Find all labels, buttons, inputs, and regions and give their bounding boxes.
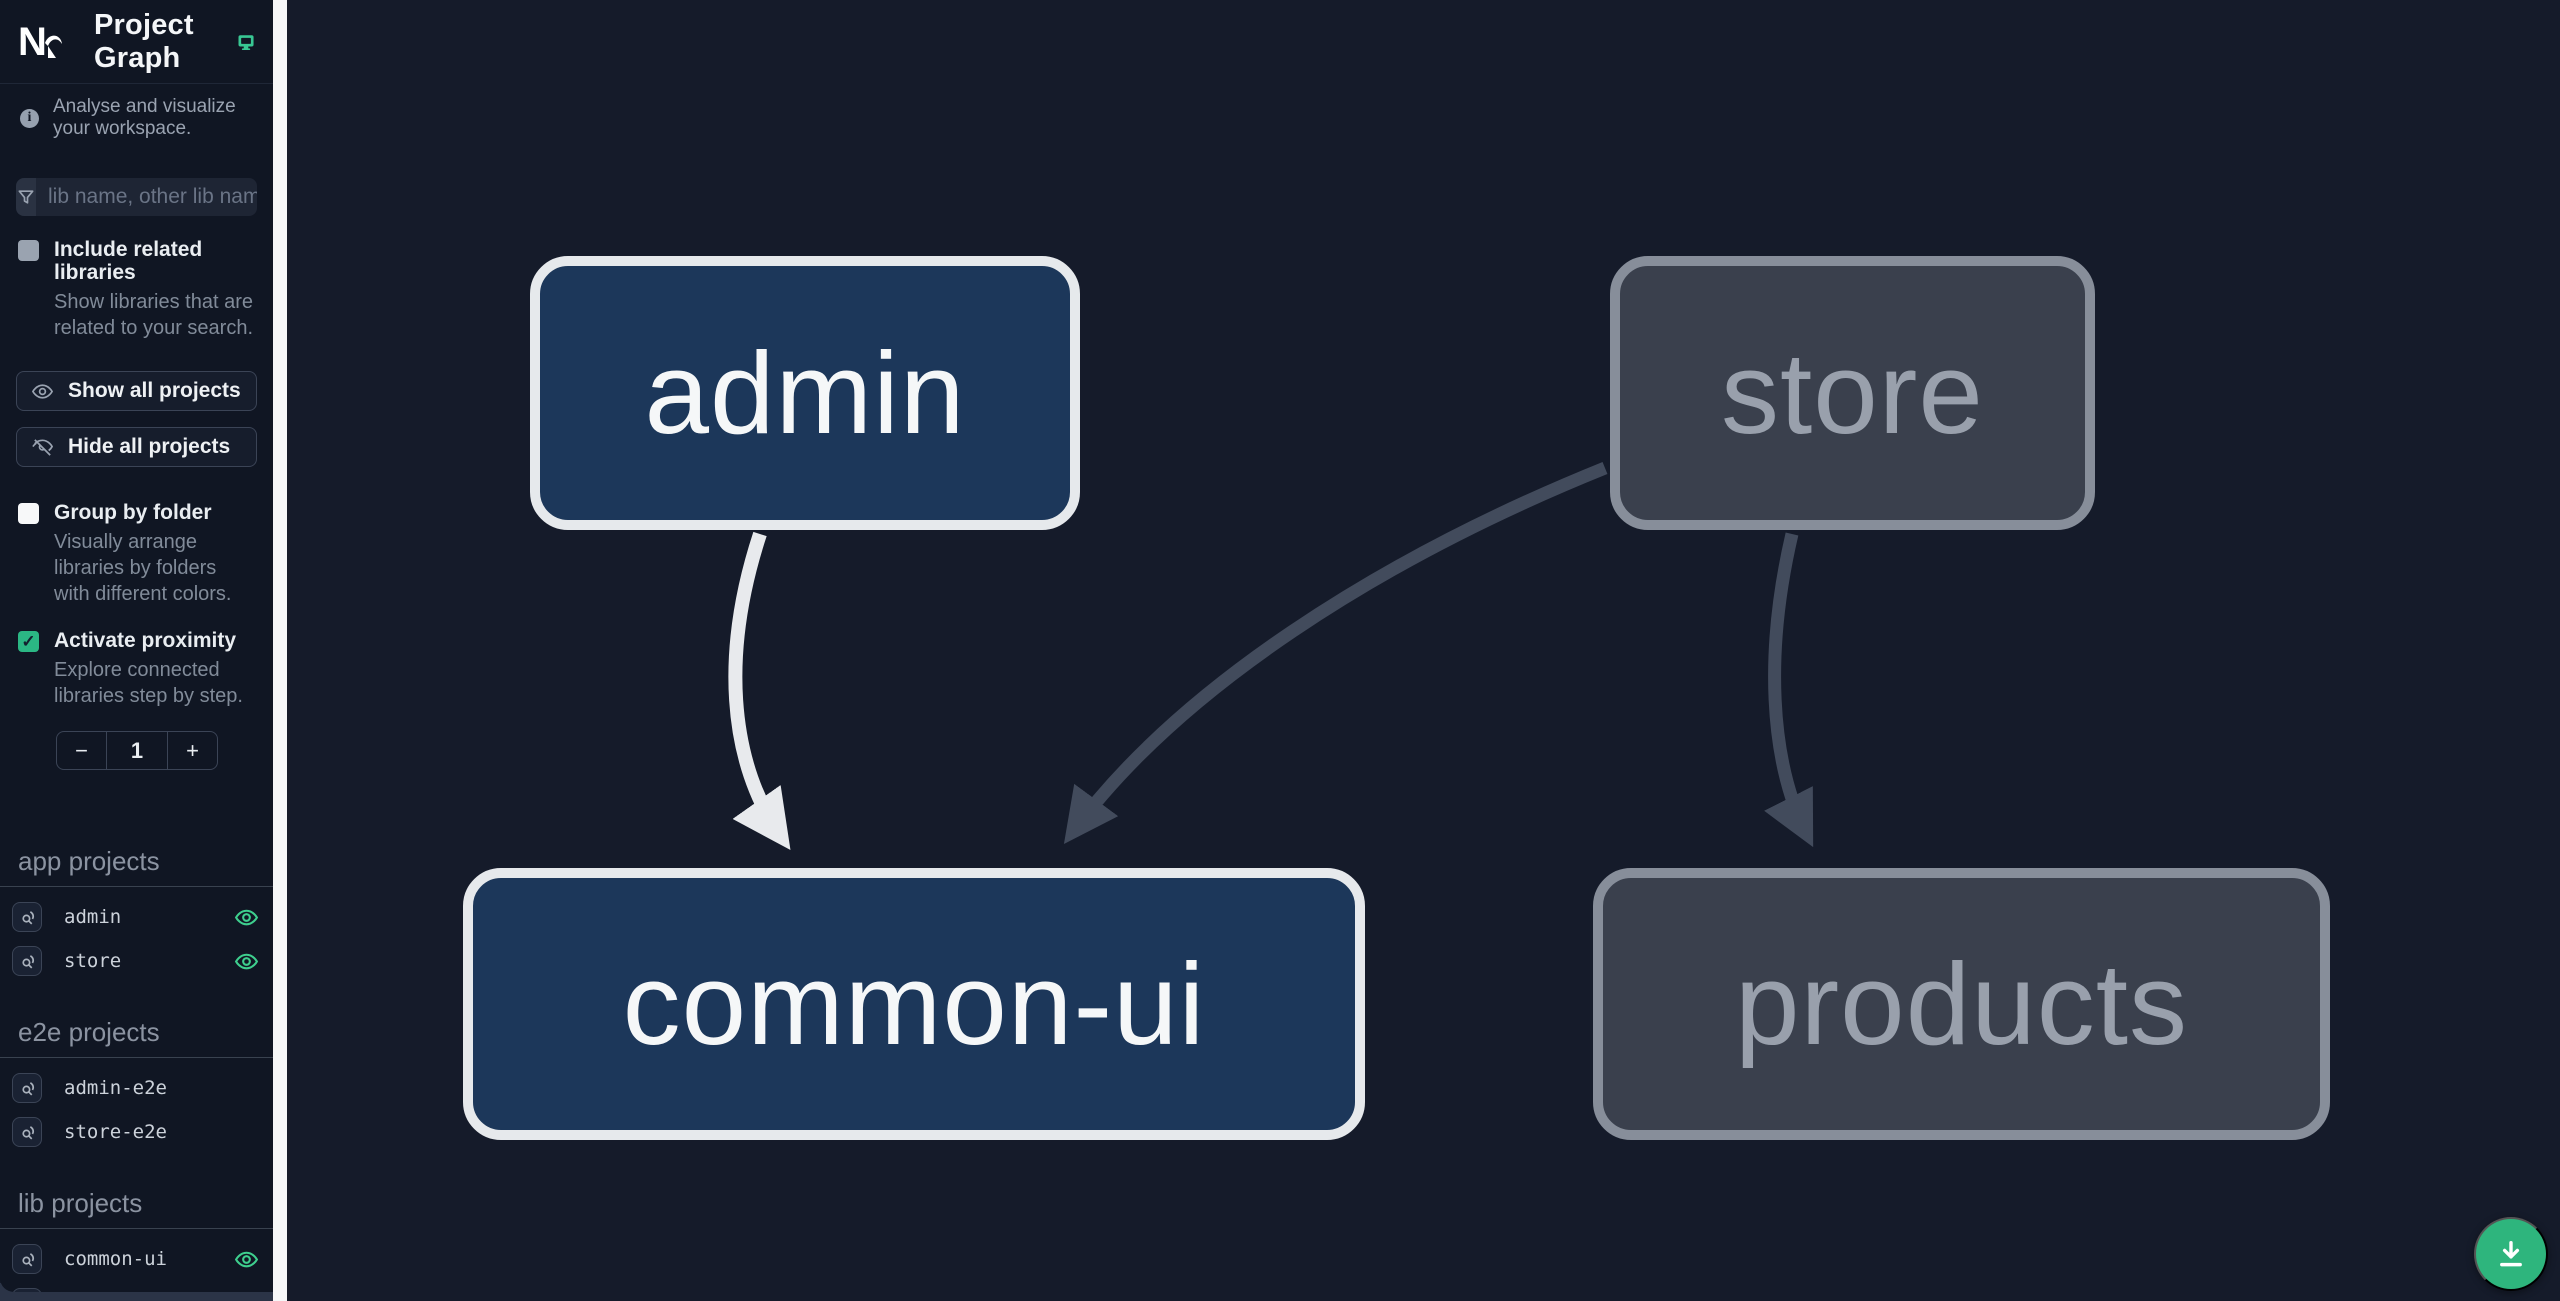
workspace-tagline-row: i Analyse and visualize your workspace. (0, 84, 273, 152)
eye-off-icon (31, 436, 54, 459)
filter-icon (16, 178, 36, 216)
focus-project-icon[interactable] (12, 1117, 42, 1148)
section-header: app projects (0, 846, 273, 888)
project-row-store: store (0, 939, 273, 983)
include-related-label: Include related libraries (54, 238, 203, 285)
monitor-icon[interactable] (237, 27, 255, 57)
activate-proximity-description: Explore connected libraries step by step… (54, 659, 243, 708)
graph-node-admin[interactable]: admin (530, 256, 1080, 530)
project-row-products: products (0, 1281, 273, 1292)
graph-node-common-ui[interactable]: common-ui (463, 868, 1365, 1140)
focus-project-icon[interactable] (12, 946, 42, 977)
node-label: products (1735, 939, 2188, 1069)
project-row-store-e2e: store-e2e (0, 1110, 273, 1154)
activate-proximity-label: Activate proximity (54, 629, 237, 653)
proximity-value: 1 (106, 732, 168, 770)
edge-store-products (1764, 532, 1814, 848)
toggle-visibility-eye-icon[interactable] (234, 1291, 259, 1292)
toggle-visibility-eye-icon[interactable] (234, 905, 259, 930)
activate-proximity-option[interactable]: ✓ Activate proximity Explore connected l… (0, 629, 273, 709)
section-app-projects: app projects admin store (0, 846, 273, 983)
hide-all-projects-button[interactable]: Hide all projects (16, 427, 257, 468)
section-header: e2e projects (0, 1017, 273, 1059)
project-row-admin-e2e: admin-e2e (0, 1066, 273, 1110)
sidebar-resize-divider[interactable] (273, 0, 287, 1301)
checkmark-icon: ✓ (21, 631, 36, 651)
project-row-admin: admin (0, 895, 273, 939)
dependency-edges (728, 461, 1814, 851)
download-image-button[interactable] (2474, 1217, 2548, 1291)
svg-text:N: N (18, 22, 47, 62)
focus-project-icon[interactable] (12, 1288, 42, 1292)
proximity-increment-button[interactable]: + (186, 737, 199, 763)
show-all-projects-label: Show all projects (68, 379, 241, 403)
info-icon: i (20, 108, 39, 128)
section-lib-projects: lib projects common-ui products (0, 1188, 273, 1292)
group-by-folder-checkbox[interactable] (18, 503, 39, 525)
project-name[interactable]: admin (64, 906, 122, 929)
project-row-common-ui: common-ui (0, 1237, 273, 1281)
edge-store-common-ui (1063, 461, 1608, 844)
page-title: Project Graph (94, 8, 194, 74)
download-icon (2500, 1240, 2522, 1267)
project-name[interactable]: store (64, 950, 122, 973)
node-label: admin (644, 328, 966, 458)
include-related-checkbox[interactable] (18, 240, 39, 261)
node-label: store (1721, 328, 1984, 458)
project-name[interactable]: common-ui (64, 1248, 167, 1271)
project-name[interactable]: admin-e2e (64, 1077, 167, 1100)
focus-project-icon[interactable] (12, 1244, 42, 1275)
activate-proximity-checkbox[interactable]: ✓ (18, 631, 39, 653)
search-input[interactable] (36, 178, 257, 216)
nx-logo: N (18, 22, 62, 62)
section-e2e-projects: e2e projects admin-e2e store-e2e (0, 1017, 273, 1154)
graph-node-products[interactable]: products (1593, 868, 2330, 1140)
graph-node-store[interactable]: store (1610, 256, 2095, 530)
workspace-tagline: Analyse and visualize your workspace. (53, 96, 236, 139)
node-label: common-ui (622, 939, 1206, 1069)
section-header: lib projects (0, 1188, 273, 1230)
edge-admin-common-ui (728, 531, 791, 851)
include-related-option[interactable]: Include related libraries Show libraries… (0, 238, 273, 341)
search-bar (16, 178, 257, 216)
sidebar: N Project Graph i Analyse and visualize … (0, 0, 273, 1292)
include-related-description: Show libraries that are related to your … (54, 291, 253, 340)
show-all-projects-button[interactable]: Show all projects (16, 371, 257, 412)
group-by-folder-option[interactable]: Group by folder Visually arrange librari… (0, 501, 273, 607)
group-by-folder-label: Group by folder (54, 501, 212, 525)
toggle-visibility-eye-icon[interactable] (234, 1247, 259, 1272)
sidebar-header: N Project Graph (0, 0, 273, 84)
project-name[interactable]: store-e2e (64, 1121, 167, 1144)
proximity-decrement-button[interactable]: − (75, 737, 88, 763)
hide-all-projects-label: Hide all projects (68, 435, 231, 459)
eye-icon (31, 380, 54, 403)
group-by-folder-description: Visually arrange libraries by folders wi… (54, 531, 232, 606)
toggle-visibility-eye-icon[interactable] (234, 949, 259, 974)
project-graph-canvas[interactable]: admin store common-ui products (287, 0, 2560, 1301)
focus-project-icon[interactable] (12, 902, 42, 933)
focus-project-icon[interactable] (12, 1073, 42, 1104)
proximity-stepper: − 1 + (56, 731, 218, 771)
